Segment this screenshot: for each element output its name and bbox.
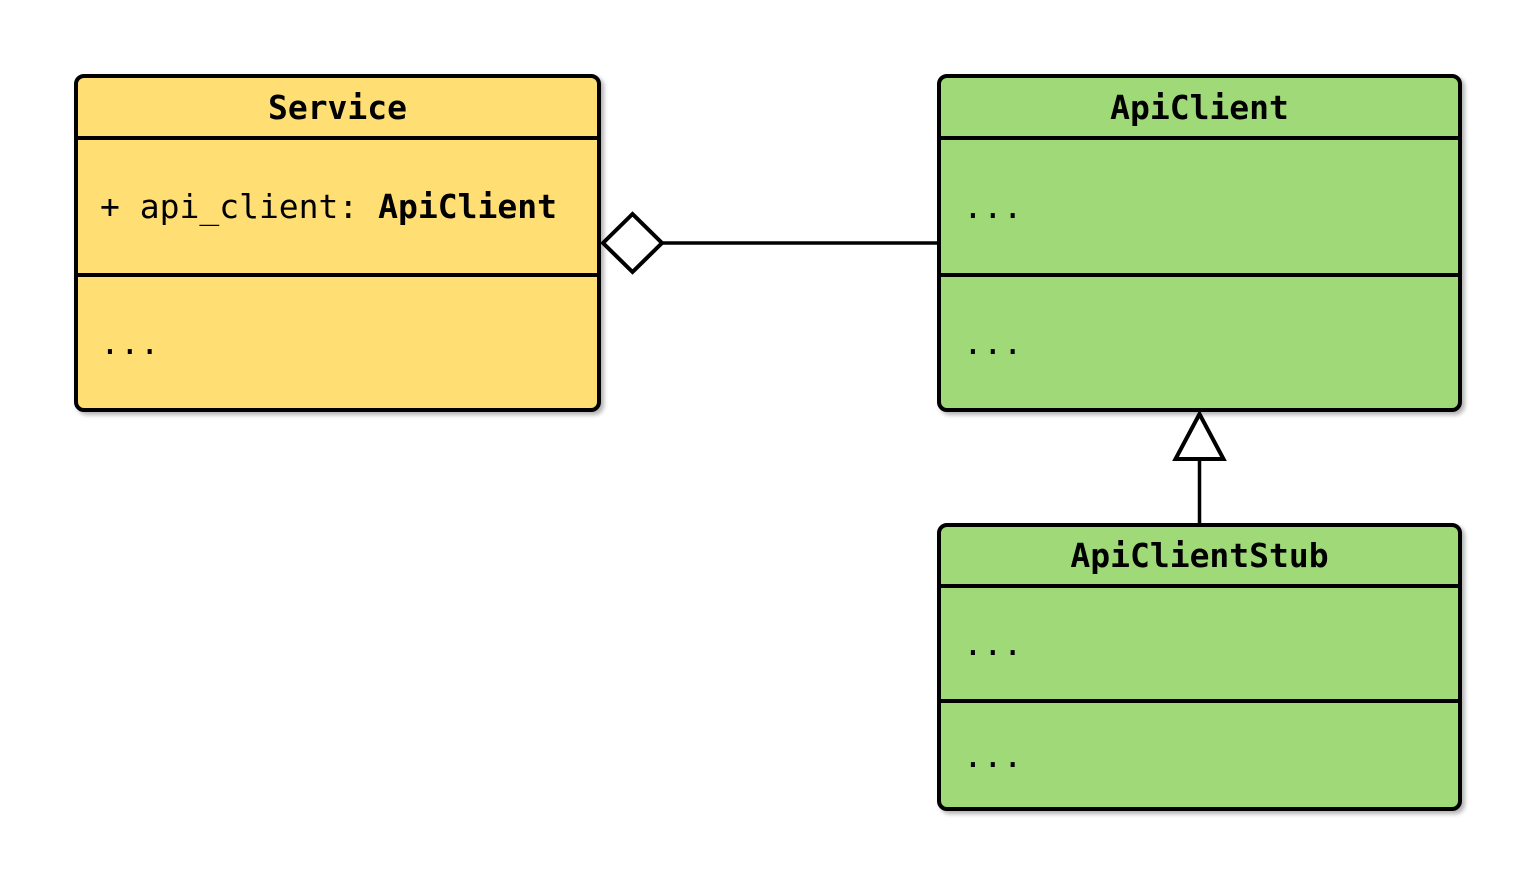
- class-title-service: Service: [78, 78, 597, 140]
- class-methods-service: ...: [100, 323, 160, 362]
- class-attributes-api-client: ...: [941, 140, 1458, 277]
- class-attributes-service: + api_client: ApiClient: [78, 140, 597, 277]
- class-methods-api-client-stub: ...: [963, 735, 1023, 775]
- inheritance-triangle-icon: [1172, 409, 1227, 461]
- class-title-api-client-stub: ApiClientStub: [941, 527, 1458, 588]
- class-attributes-api-client-stub: ...: [941, 588, 1458, 703]
- aggregation-diamond-icon: [600, 211, 665, 275]
- attribute-name-text: + api_client:: [100, 187, 379, 226]
- class-box-api-client: ApiClient ... ...: [937, 74, 1462, 412]
- class-box-service: Service + api_client: ApiClient ...: [74, 74, 601, 412]
- class-box-api-client-stub: ApiClientStub ... ...: [937, 523, 1462, 811]
- class-title-api-client: ApiClient: [941, 78, 1458, 140]
- class-methods-api-client: ...: [963, 323, 1023, 362]
- attribute-type-text: ApiClient: [378, 187, 557, 226]
